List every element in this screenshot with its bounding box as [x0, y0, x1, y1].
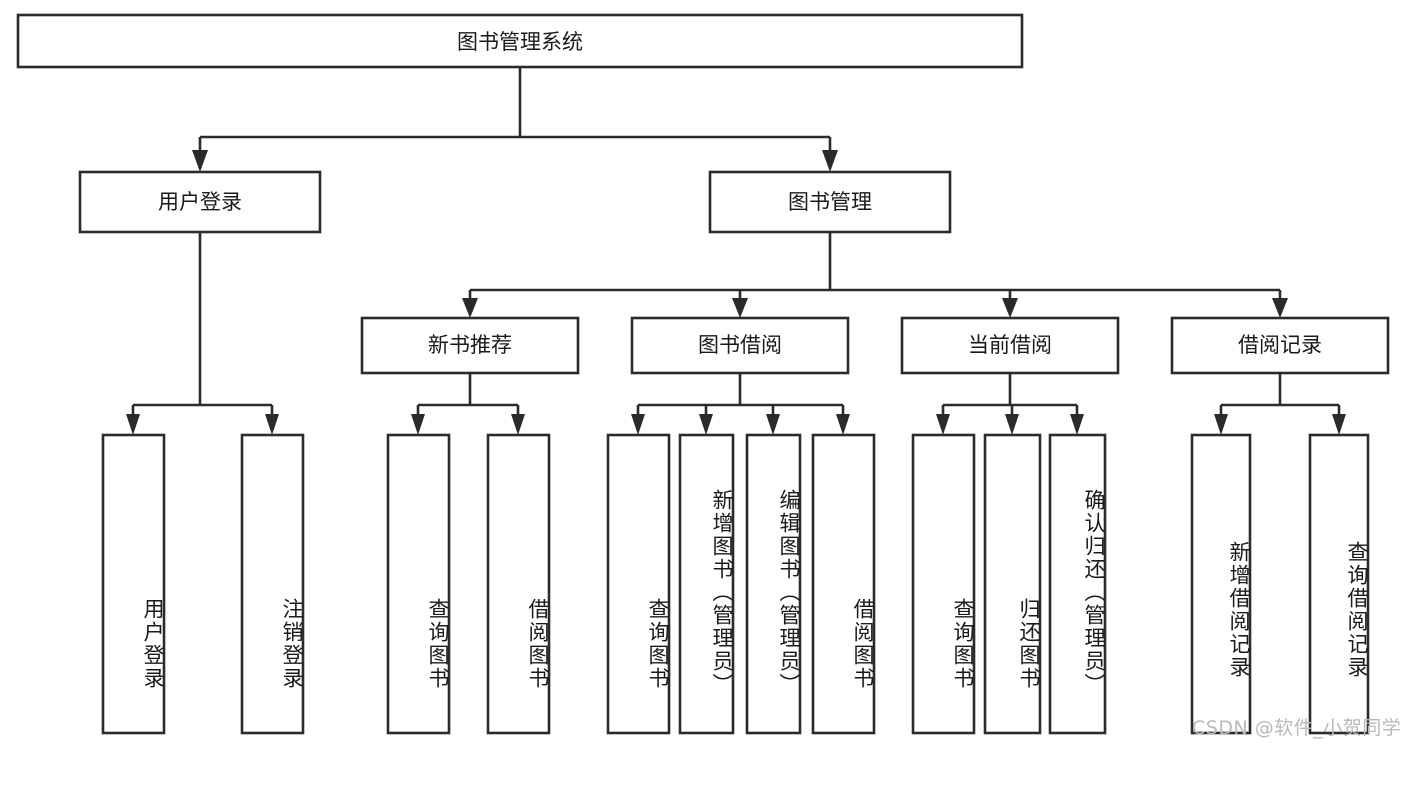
node-box-new-book-recommend[interactable] — [360, 316, 580, 375]
arrow-to-leaf-borrow-book-rec — [511, 414, 525, 435]
node-boxes-group: 图书管理系统 用户登录 图书管理 新书推荐 图书借阅 当前借阅 借阅记录 — [16, 13, 1390, 735]
arrow-to-leaf-query-book-current — [936, 414, 950, 435]
arrow-to-book-manage — [822, 150, 838, 172]
arrow-to-book-borrow — [732, 298, 748, 318]
node-box-leaf-user-login[interactable] — [101, 433, 166, 735]
node-label-current-borrow: 当前借阅 — [968, 333, 1052, 357]
connector-root-trunk — [198, 67, 832, 157]
arrow-to-current-borrow — [1002, 298, 1018, 318]
arrow-to-user-login — [192, 150, 208, 172]
node-label-user-login: 用户登录 — [158, 190, 242, 214]
arrow-to-leaf-logout — [265, 414, 279, 435]
arrow-to-leaf-query-borrow-record — [1332, 414, 1346, 435]
connector-currentborrow-trunk — [941, 373, 1079, 422]
arrow-to-leaf-add-book — [699, 414, 713, 435]
node-box-root[interactable] — [16, 13, 1024, 69]
node-box-leaf-query-book-current[interactable] — [911, 433, 976, 735]
node-box-leaf-query-book-borrow[interactable] — [606, 433, 671, 735]
arrow-to-new-book-recommend — [462, 298, 478, 318]
connector-bookborrow-trunk — [636, 373, 845, 422]
arrow-to-leaf-add-borrow-record — [1214, 414, 1228, 435]
node-box-leaf-query-book-rec[interactable] — [386, 433, 451, 735]
node-box-current-borrow[interactable] — [900, 316, 1120, 375]
arrow-to-leaf-query-book-borrow — [631, 414, 645, 435]
node-box-user-login[interactable] — [78, 170, 322, 234]
node-box-leaf-query-borrow-record[interactable] — [1308, 433, 1370, 735]
node-box-leaf-borrow-book[interactable] — [811, 433, 876, 735]
node-box-book-manage[interactable] — [708, 170, 952, 234]
arrow-to-leaf-edit-book — [766, 414, 780, 435]
node-label-new-book-recommend: 新书推荐 — [428, 333, 512, 357]
arrow-to-leaf-user-login — [126, 414, 140, 435]
node-box-leaf-add-book[interactable] — [678, 433, 735, 735]
connectors-group — [131, 67, 1341, 422]
node-label-book-manage: 图书管理 — [788, 190, 872, 214]
diagram-canvas: 图书管理系统 用户登录 图书管理 新书推荐 图书借阅 当前借阅 借阅记录 — [16, 13, 1402, 739]
node-box-leaf-confirm-return[interactable] — [1048, 433, 1107, 735]
connector-borrowrecord-trunk — [1219, 373, 1341, 422]
arrow-to-leaf-borrow-book — [836, 414, 850, 435]
connector-newbook-trunk — [416, 373, 520, 422]
org-tree-svg: 图书管理系统 用户登录 图书管理 新书推荐 图书借阅 当前借阅 借阅记录 — [16, 13, 1390, 735]
arrow-to-borrow-record — [1272, 298, 1288, 318]
node-box-borrow-record[interactable] — [1170, 316, 1390, 375]
node-box-leaf-logout[interactable] — [240, 433, 305, 735]
connector-userlogin-trunk — [131, 232, 274, 422]
node-box-leaf-borrow-book-rec[interactable] — [486, 433, 551, 735]
csdn-watermark: CSDN @软件_小贺同学 — [1192, 717, 1402, 739]
node-label-book-borrow: 图书借阅 — [698, 333, 782, 357]
arrow-to-leaf-confirm-return — [1070, 414, 1084, 435]
arrowheads-group — [126, 150, 1346, 435]
arrow-to-leaf-query-book-rec — [411, 414, 425, 435]
arrow-to-leaf-return-book — [1005, 414, 1019, 435]
connector-bookmanage-trunk — [468, 232, 1282, 305]
node-box-book-borrow[interactable] — [630, 316, 850, 375]
node-box-leaf-return-book[interactable] — [983, 433, 1042, 735]
node-label-borrow-record: 借阅记录 — [1238, 333, 1322, 357]
node-box-leaf-edit-book[interactable] — [745, 433, 802, 735]
node-label-root: 图书管理系统 — [457, 30, 583, 54]
node-box-leaf-add-borrow-record[interactable] — [1190, 433, 1252, 735]
